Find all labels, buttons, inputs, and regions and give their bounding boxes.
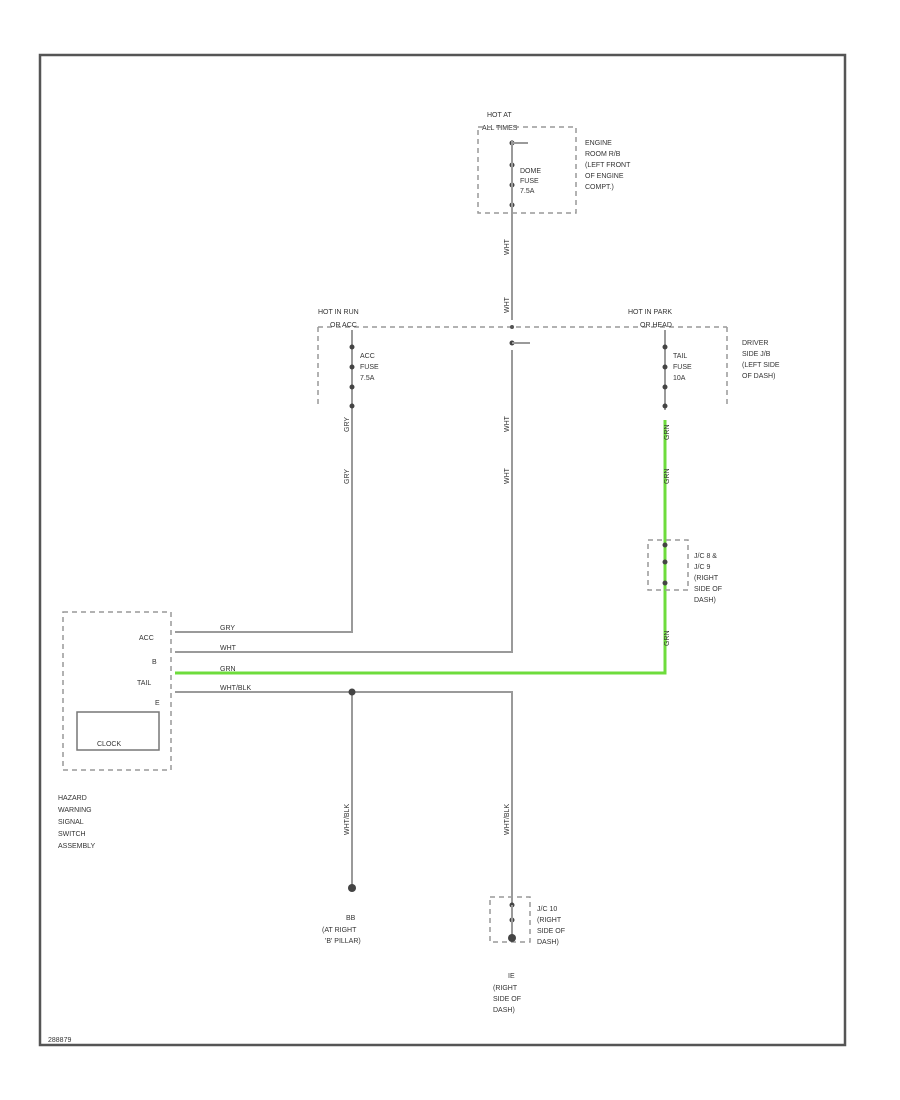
jc10-label-line: J/C 10 bbox=[537, 906, 557, 913]
diagram-id: 288879 bbox=[48, 1037, 71, 1044]
jb-location-line: SIDE J/B bbox=[742, 351, 771, 358]
ground-line: 'B' PILLAR) bbox=[325, 938, 361, 945]
pin-label-b: B bbox=[152, 659, 157, 666]
source-hot-at-all-times: HOT AT ALL TIMES DOME FUSE 7.5A ENGINE R… bbox=[477, 112, 631, 215]
switch-wire-text-gry: GRY bbox=[220, 625, 235, 632]
switch-name-line: SIGNAL bbox=[58, 819, 84, 826]
wire-label-run-gry: GRY bbox=[344, 417, 351, 432]
dome-fuse-box bbox=[477, 126, 577, 214]
source-run-line1: HOT IN RUN bbox=[318, 309, 359, 316]
ground-terminal bbox=[508, 934, 516, 942]
fuse-terminal bbox=[662, 403, 668, 409]
tail-fuse-rating: 10A bbox=[673, 375, 686, 382]
location-line: ROOM R/B bbox=[585, 151, 621, 158]
acc-fuse-rating: 7.5A bbox=[360, 375, 375, 382]
source-park-line2: OR HEAD bbox=[640, 322, 672, 329]
fuse-terminal bbox=[349, 403, 355, 409]
location-line: ENGINE bbox=[585, 140, 612, 147]
source-run-line2: OR ACC bbox=[330, 322, 357, 329]
switch-name-line: WARNING bbox=[58, 807, 92, 814]
acc-fuse-name: ACC bbox=[360, 353, 375, 360]
ground-right: J/C 10 (RIGHT SIDE OF DASH) IE (RIGHT SI… bbox=[489, 896, 565, 1014]
jc-label-line: J/C 8 & bbox=[694, 553, 717, 560]
jb-location-line: DRIVER bbox=[742, 340, 768, 347]
wire-wht-blk-ground bbox=[175, 691, 513, 905]
ground-code: BB bbox=[346, 915, 356, 922]
jc10-box bbox=[489, 896, 531, 943]
location-line: COMPT.) bbox=[585, 184, 614, 191]
switch-name-line: HAZARD bbox=[58, 795, 87, 802]
wire-label-wht-junction: WHT bbox=[504, 296, 511, 313]
ground-left: BB (AT RIGHT 'B' PILLAR) bbox=[322, 884, 361, 945]
jc-box bbox=[647, 539, 689, 591]
acc-fuse-word: FUSE bbox=[360, 364, 379, 371]
source-label-line1: HOT AT bbox=[487, 112, 512, 119]
pin-label-e: E bbox=[155, 700, 160, 707]
jc10-label-line: SIDE OF bbox=[537, 928, 565, 935]
jc10-label-line: DASH) bbox=[537, 939, 559, 946]
jc-terminal bbox=[662, 580, 668, 586]
source-park-line1: HOT IN PARK bbox=[628, 309, 672, 316]
driver-side-jb: HOT IN RUN OR ACC HOT IN PARK OR HEAD AC… bbox=[317, 309, 780, 410]
wire-label-gnd-right: WHT/BLK bbox=[504, 804, 511, 835]
wire-label-gry-mid: GRY bbox=[344, 469, 351, 484]
switch-name-line: ASSEMBLY bbox=[58, 843, 96, 850]
clock-box bbox=[76, 711, 160, 751]
jc-label-line: SIDE OF bbox=[694, 586, 722, 593]
wire-gry-acc bbox=[175, 410, 353, 633]
fuse-name: DOME bbox=[520, 168, 541, 175]
jc-label-line: J/C 9 bbox=[694, 564, 710, 571]
hazard-switch-assembly: ACC B TAIL E GRY WHT GRN WHT/BLK CLOCK H… bbox=[58, 611, 251, 850]
diagram-frame bbox=[38, 53, 847, 1047]
ground-line: (RIGHT bbox=[493, 985, 518, 992]
pin-label-tail: TAIL bbox=[137, 680, 151, 687]
ground-line: SIDE OF bbox=[493, 996, 521, 1003]
pin-label-acc: ACC bbox=[139, 635, 154, 642]
tail-fuse-word: FUSE bbox=[673, 364, 692, 371]
fuse-terminal bbox=[349, 364, 355, 370]
jb-location-line: OF DASH) bbox=[742, 373, 775, 380]
junction-connector-jc8-jc9: J/C 8 & J/C 9 (RIGHT SIDE OF DASH) bbox=[647, 539, 722, 604]
switch-wire-text-whtblk: WHT/BLK bbox=[220, 685, 251, 692]
fuse-terminal bbox=[349, 344, 355, 350]
fuse-terminal bbox=[662, 344, 668, 350]
location-line: (LEFT FRONT bbox=[585, 162, 631, 169]
switch-wire-text-grn: GRN bbox=[220, 666, 236, 673]
switch-box bbox=[62, 611, 172, 771]
jc-label-line: DASH) bbox=[694, 597, 716, 604]
fuse-terminal bbox=[662, 384, 668, 390]
jc-terminal bbox=[662, 559, 668, 565]
wire-wht-b bbox=[175, 350, 513, 653]
wire-label-wht-top: WHT bbox=[504, 238, 511, 255]
clock-label: CLOCK bbox=[97, 741, 121, 748]
ground-code: IE bbox=[508, 973, 515, 980]
fuse-word: FUSE bbox=[520, 178, 539, 185]
source-label-line2: ALL TIMES bbox=[482, 125, 518, 132]
fuse-rating: 7.5A bbox=[520, 188, 535, 195]
switch-wire-text-wht: WHT bbox=[220, 645, 237, 652]
fuse-terminal bbox=[349, 384, 355, 390]
wire-label-run-wht: WHT bbox=[504, 415, 511, 432]
wire-grn-tail-highlight bbox=[175, 420, 667, 675]
wire-label-wht-mid: WHT bbox=[504, 467, 511, 484]
switch-name-line: SWITCH bbox=[58, 831, 86, 838]
wire-label-grn-low: GRN bbox=[664, 630, 671, 646]
splice-point bbox=[510, 325, 514, 329]
jc-label-line: (RIGHT bbox=[694, 575, 719, 582]
wire-label-grn-top: GRN bbox=[664, 468, 671, 484]
location-line: OF ENGINE bbox=[585, 173, 624, 180]
ground-line: DASH) bbox=[493, 1007, 515, 1014]
tail-fuse-name: TAIL bbox=[673, 353, 687, 360]
jc10-label-line: (RIGHT bbox=[537, 917, 562, 924]
fuse-terminal bbox=[662, 364, 668, 370]
ground-terminal bbox=[348, 884, 356, 892]
jc-terminal bbox=[662, 542, 668, 548]
jb-location-line: (LEFT SIDE bbox=[742, 362, 780, 369]
wire-label-park-grn: GRN bbox=[664, 424, 671, 440]
splice-point bbox=[348, 688, 356, 696]
ground-line: (AT RIGHT bbox=[322, 927, 357, 934]
wire-label-gnd-left: WHT/BLK bbox=[344, 804, 351, 835]
